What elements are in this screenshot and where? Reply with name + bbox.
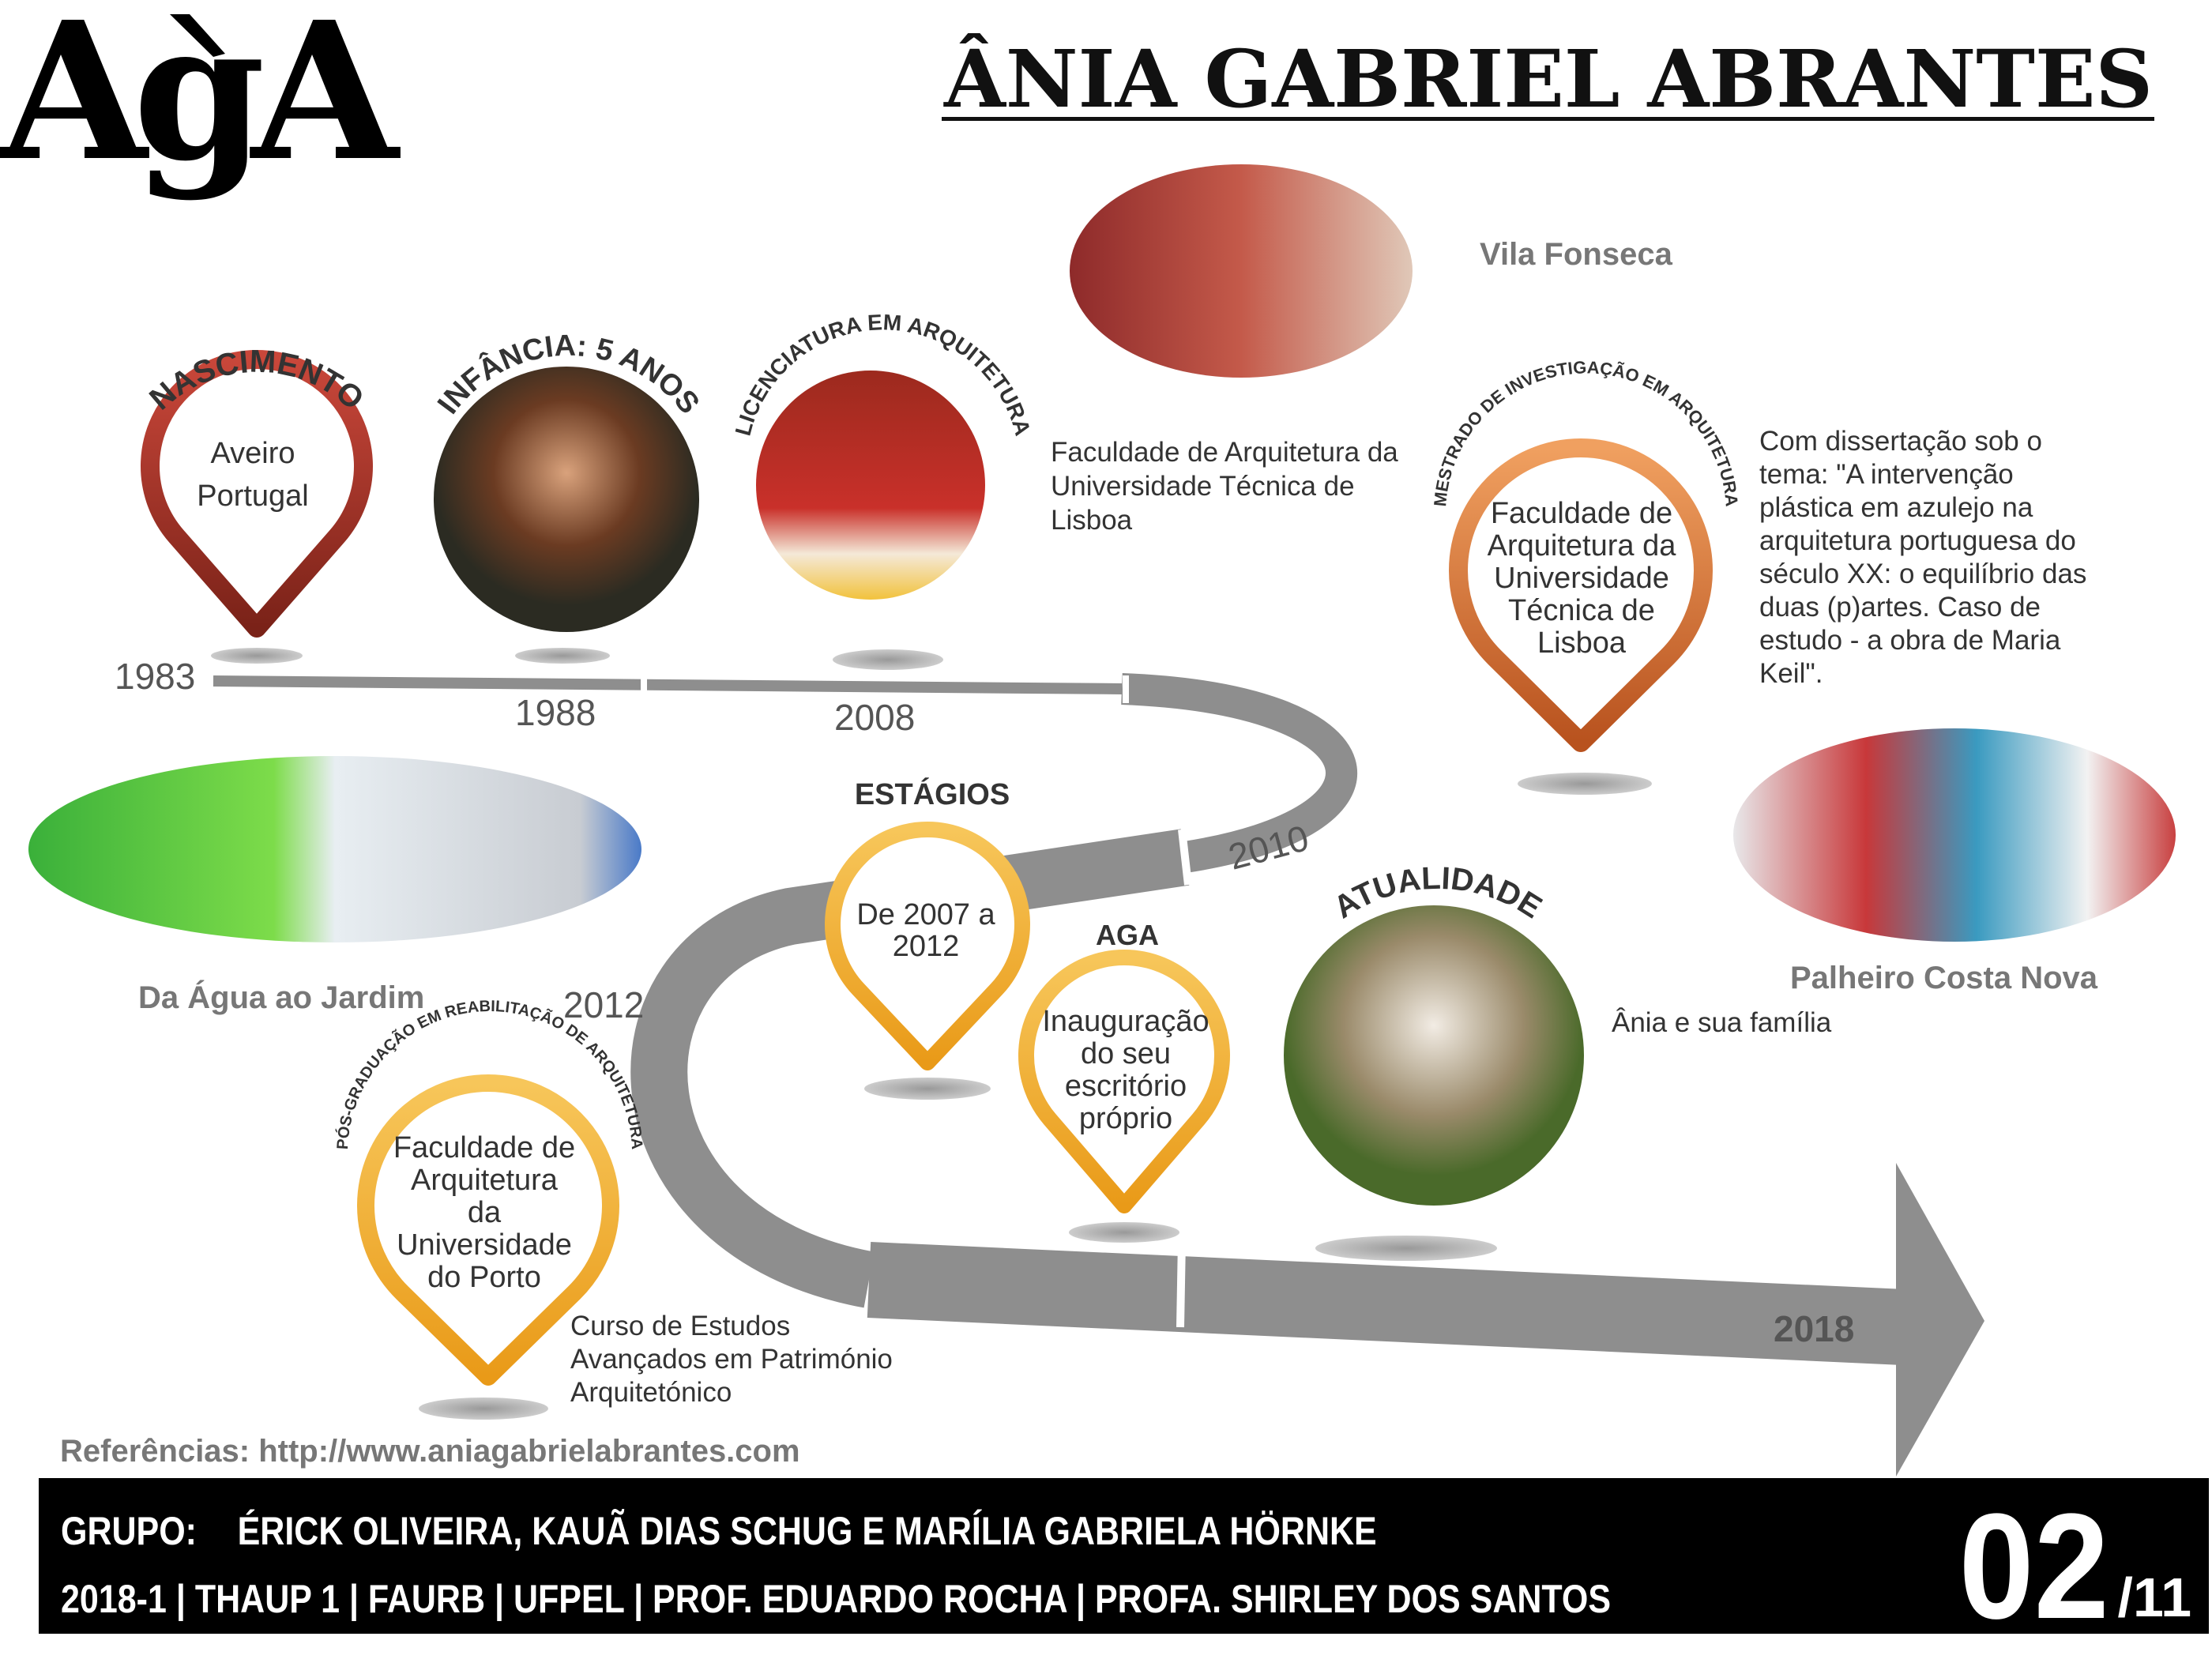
group-members: ÉRICK OLIVEIRA, KAUÃ DIAS SCHUG E MARÍLI… <box>237 1509 1377 1553</box>
estagios-label: ESTÁGIOS <box>855 777 1010 811</box>
svg-text:AgA: AgA <box>0 0 401 203</box>
estagios-pin <box>825 822 1030 1070</box>
atualidade-photo <box>1284 905 1584 1206</box>
group-label: GRUPO: <box>61 1509 197 1553</box>
page-number: 02/11 <box>1951 1478 2191 1650</box>
year-2010: 2010 <box>1224 817 1313 878</box>
vila-fonseca-caption: Vila Fonseca <box>1480 237 1673 272</box>
atualidade-desc: Ânia e sua família <box>1612 1007 1832 1038</box>
vila-fonseca-photo <box>1070 164 1413 378</box>
logo-accent <box>170 14 225 57</box>
year-2008: 2008 <box>834 697 915 738</box>
nascimento-pin <box>141 350 373 638</box>
year-2018: 2018 <box>1774 1308 1854 1349</box>
timeline-road <box>213 672 1984 1477</box>
posgraduacao-pin <box>357 1074 619 1386</box>
page-title: ÂNIA GABRIEL ABRANTES <box>943 32 2153 126</box>
palheiro-caption: Palheiro Costa Nova <box>1790 961 2098 995</box>
aga-label: AGA <box>1096 919 1159 951</box>
page-current: 02 <box>1958 1483 2109 1650</box>
aga-logo: AgA <box>0 0 415 203</box>
course-info: 2018-1 | THAUP 1 | FAURB | UFPEL | PROF.… <box>61 1577 1612 1621</box>
mestrado-pin <box>1449 438 1713 752</box>
agua-jardim-caption: Da Água ao Jardim <box>138 980 424 1015</box>
footer-group-row: GRUPO: ÉRICK OLIVEIRA, KAUÃ DIAS SCHUG E … <box>61 1508 1377 1554</box>
title-underline <box>942 117 2154 121</box>
agua-jardim-photo <box>28 756 641 942</box>
licenciatura-photo <box>756 371 985 600</box>
page-total: /11 <box>2117 1567 2191 1628</box>
aga-pin <box>1018 950 1230 1213</box>
year-2012: 2012 <box>563 984 644 1025</box>
palheiro-photo <box>1733 728 2176 942</box>
infancia-photo <box>434 367 699 632</box>
year-1983: 1983 <box>115 656 195 697</box>
year-1988: 1988 <box>515 692 596 733</box>
footer-band: GRUPO: ÉRICK OLIVEIRA, KAUÃ DIAS SCHUG E … <box>39 1478 2209 1650</box>
pin-shadows <box>211 648 1652 1420</box>
references-link[interactable]: Referências: http://www.aniagabrielabran… <box>60 1434 800 1469</box>
